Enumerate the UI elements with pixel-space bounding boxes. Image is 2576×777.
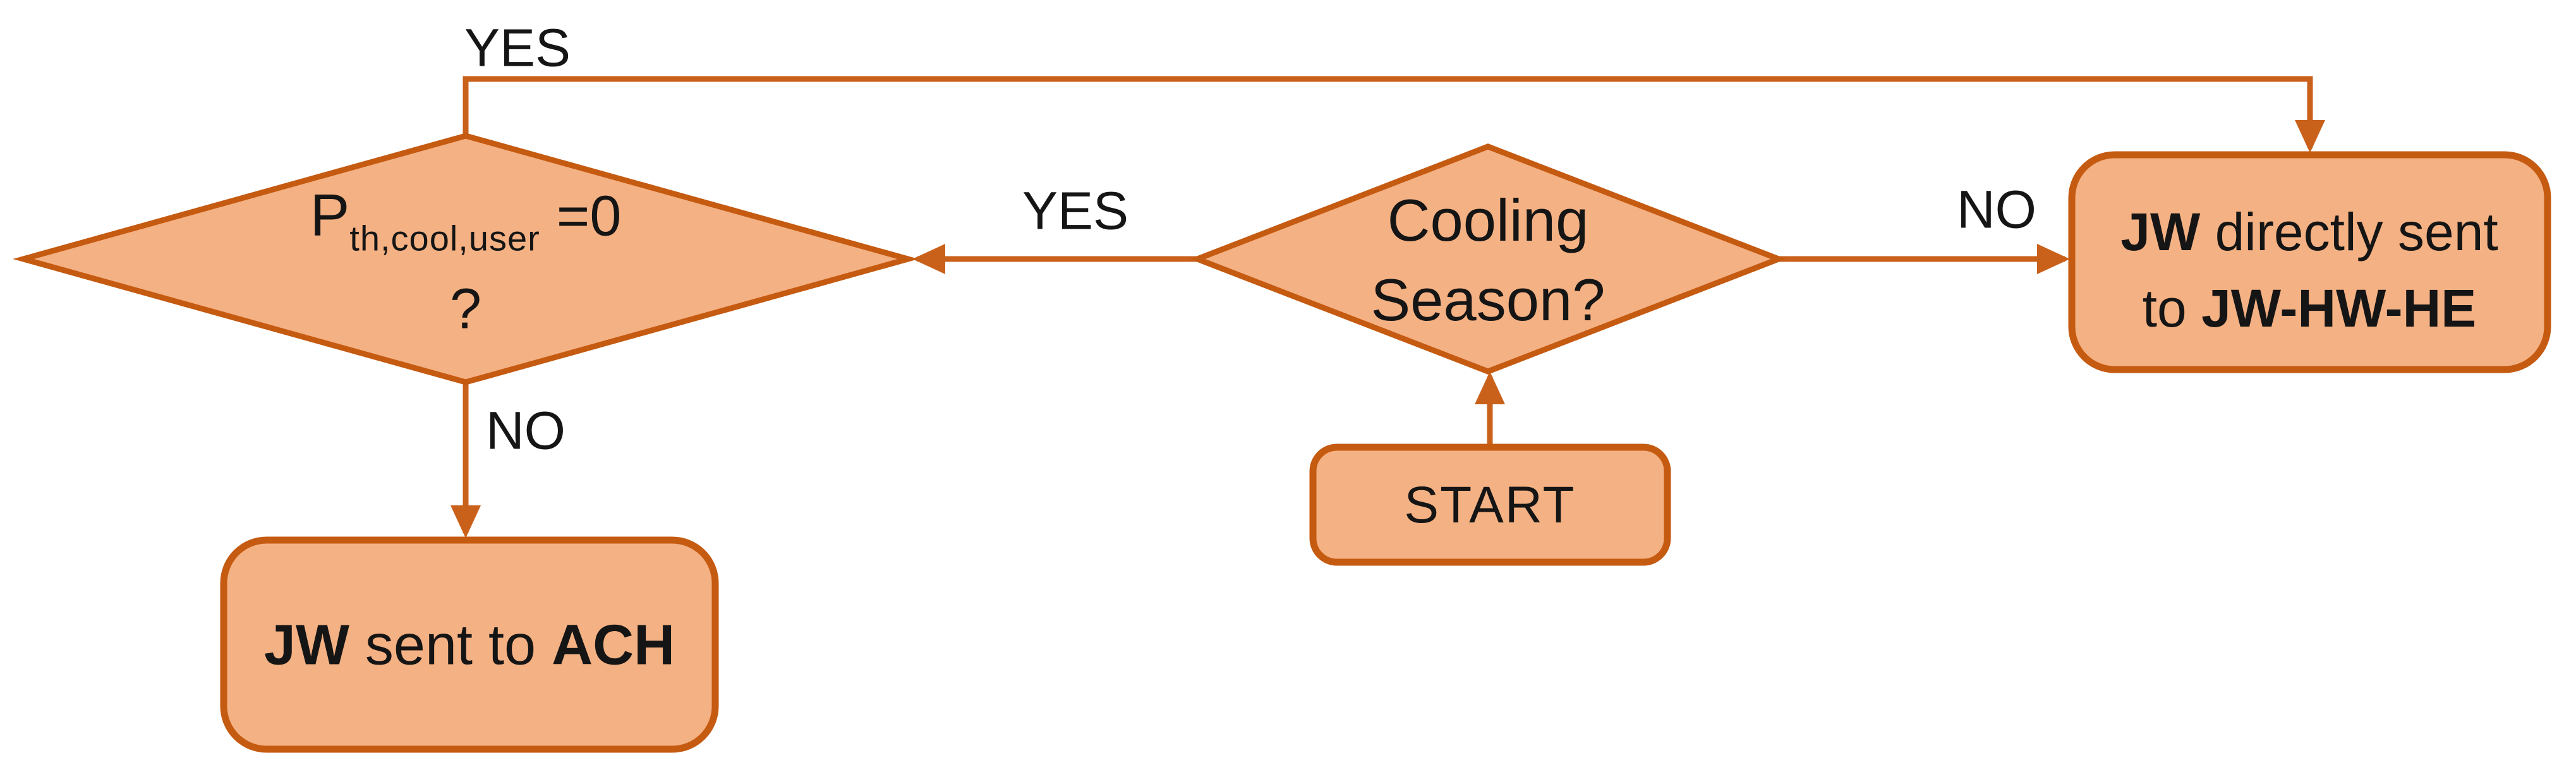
jw-line1: JW directly sent: [2120, 194, 2498, 270]
ach-bold1: JW: [263, 613, 349, 677]
cooling-line1: Cooling: [1387, 187, 1589, 253]
decision-pth-diamond: [13, 133, 919, 385]
cooling-line2: Season?: [1370, 267, 1605, 333]
jw-hw-he-node-shape: [2068, 151, 2551, 373]
connector-yes-top-elbow: [463, 76, 2325, 153]
jw-line2-bold: JW-HW-HE: [2201, 279, 2477, 338]
pth-subscript: th,cool,user: [349, 218, 540, 258]
jw-line2-prefix: to: [2142, 279, 2202, 338]
ach-middle: sent to: [349, 613, 552, 677]
jw-line1-bold: JW: [2120, 202, 2201, 262]
ach-node-text: JW sent to ACH: [264, 613, 675, 678]
edge-label-no-left: NO: [486, 401, 565, 461]
edge-label-yes-top: YES: [464, 18, 571, 78]
start-node-shape: [1309, 443, 1671, 566]
start-node-label: START: [1404, 476, 1576, 534]
pth-formula-line: Pth,cool,user =0: [310, 180, 622, 274]
ach-node-shape: [220, 536, 719, 753]
jw-line1-rest: directly sent: [2200, 202, 2498, 262]
pth-question-mark: ?: [449, 277, 482, 341]
edge-label-yes-middle: YES: [1022, 181, 1129, 241]
decision-cooling-season-diamond: [1189, 143, 1787, 375]
pth-equals-zero: =0: [556, 184, 622, 248]
jw-hw-he-node-text: JW directly sent to JW-HW-HE: [2120, 194, 2498, 347]
cooling-diamond-text: Cooling Season?: [1370, 181, 1605, 340]
jw-line2: to JW-HW-HE: [2120, 270, 2498, 347]
pth-diamond-text: Pth,cool,user =0 ?: [310, 180, 622, 345]
edge-label-no-right: NO: [1957, 179, 2036, 239]
ach-bold2: ACH: [552, 613, 675, 677]
pth-symbol: P: [310, 181, 350, 248]
